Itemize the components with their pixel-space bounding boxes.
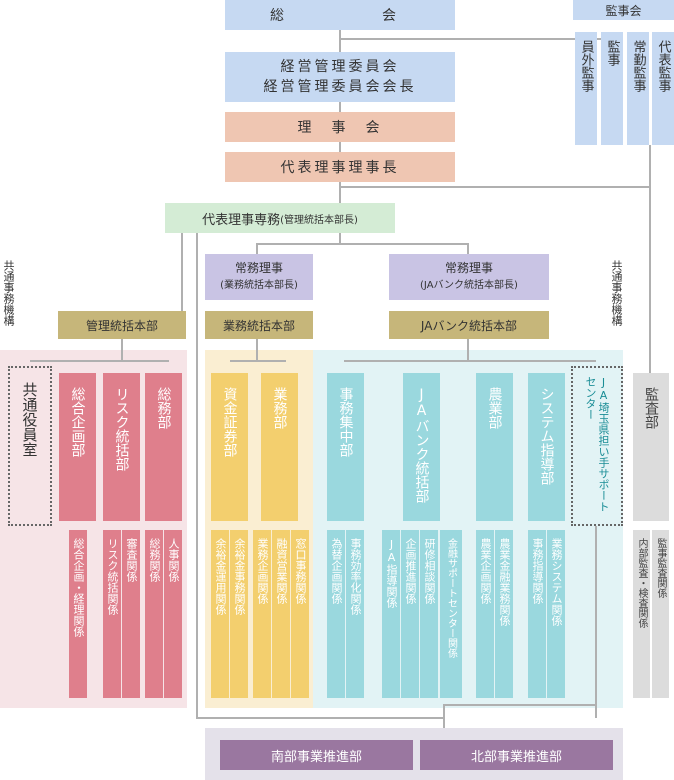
connector (256, 243, 468, 245)
kyotsu-label-right: 共通事務機構 (610, 260, 623, 326)
section: 企画推進関係 (401, 530, 419, 698)
section: 業務システム関係 (547, 530, 565, 698)
connector (467, 243, 469, 254)
kanji-member: 員外監事 (575, 32, 597, 145)
section: 窓口事務関係 (291, 530, 309, 698)
connector (196, 233, 198, 718)
connector (30, 360, 169, 362)
section: 事務指導関係 (528, 530, 546, 698)
connector (649, 145, 651, 373)
honbu-kanri: 管理統括本部 (58, 311, 186, 339)
connector (121, 339, 123, 361)
rijikai-box: 理 事 会 (225, 112, 455, 142)
connector (443, 705, 445, 728)
section: 研修相談関係 (420, 530, 438, 698)
dept-shikin: 資金証券部 (211, 373, 248, 521)
dept-somu: 総務部 (145, 373, 182, 521)
dept-center: JA埼玉県担い手サポートセンター (571, 366, 623, 526)
kanji-member: 代表監事 (652, 32, 674, 145)
section: 監事監査関係 (652, 530, 669, 698)
jomu-note: (JAバンク統括本部長) (420, 280, 518, 291)
senmu-note: (管理統括本部長) (280, 214, 358, 226)
dept-nogyo: 農業部 (476, 373, 513, 521)
kanjikai-label: 監事会 (605, 3, 642, 18)
connector (181, 233, 183, 311)
keiei-label: 経営管理委員会 (280, 59, 400, 75)
soukai-box: 総 会 (225, 0, 455, 30)
connector (339, 233, 341, 244)
connector (341, 38, 617, 40)
kanjikai-header: 監事会 (573, 0, 674, 20)
connector (443, 704, 596, 706)
kanji-member: 監事 (601, 32, 623, 145)
section: 業務企画関係 (253, 530, 271, 698)
rijikai-label: 理 事 会 (297, 120, 383, 136)
dept-risk: リスク統括部 (103, 373, 140, 521)
connector (341, 186, 651, 188)
dept-kyotsu-yakuin: 共通役員室 (8, 366, 52, 526)
connector (344, 360, 596, 362)
kyotsu-label-left: 共通事務機構 (2, 260, 15, 326)
section: JA指導関係 (382, 530, 400, 698)
section: 余裕金事務関係 (230, 530, 248, 698)
connector (230, 360, 286, 362)
section: 金融サポートセンター関係 (440, 530, 462, 698)
jomu-box-gyomu: 常務理事 (業務統括本部長) (205, 254, 313, 300)
kanji-member: 常勤監事 (627, 32, 649, 145)
section: 融資営業関係 (272, 530, 290, 698)
dept-jabank-tokatsu: JAバンク統括部 (403, 373, 440, 521)
daihyo-rijicho-box: 代表理事理事長 (225, 152, 455, 182)
connector (256, 243, 258, 254)
section: 農業企画関係 (476, 530, 494, 698)
dept-system: システム指導部 (528, 373, 565, 521)
keiei-box: 経営管理委員会 経営管理委員会会長 (225, 52, 455, 102)
section: 農業金融業務関係 (495, 530, 513, 698)
section: 余裕金運用関係 (211, 530, 229, 698)
keiei-chair-label: 経営管理委員会会長 (263, 79, 417, 95)
jomu-box-jabank: 常務理事 (JAバンク統括本部長) (389, 254, 549, 300)
soukai-label: 総 会 (270, 8, 410, 24)
hokubu-box: 北部事業推進部 (420, 740, 613, 770)
senmu-name: 代表理事専務 (202, 212, 281, 228)
section: 総務関係 (145, 530, 163, 698)
honbu-jabank: JAバンク統括本部 (389, 311, 549, 339)
jomu-name: 常務理事 (234, 261, 283, 275)
section: 人事関係 (164, 530, 182, 698)
dept-sogo-kikaku: 総合企画部 (59, 373, 96, 521)
connector (595, 526, 597, 718)
section: 事務効率化関係 (346, 530, 364, 698)
section: 為替企画関係 (327, 530, 345, 698)
section: 総合企画・経理関係 (69, 530, 87, 698)
connector (467, 339, 469, 361)
section: 審査関係 (122, 530, 140, 698)
dept-kansa: 監査部 (633, 373, 669, 521)
section: リスク統括関係 (103, 530, 121, 698)
dept-gyomu: 業務部 (261, 373, 298, 521)
connector (256, 339, 258, 361)
jomu-note: (業務統括本部長) (220, 280, 298, 291)
jomu-name: 常務理事 (444, 261, 493, 275)
section: 内部監査・検査関係 (633, 530, 650, 698)
senmu-box: 代表理事専務(管理統括本部長) (165, 203, 395, 233)
dept-jimu-shuchu: 事務集中部 (327, 373, 364, 521)
connector (196, 717, 444, 719)
honbu-gyomu: 業務統括本部 (205, 311, 313, 339)
daihyo-rijicho-label: 代表理事理事長 (280, 160, 400, 176)
nanbu-box: 南部事業推進部 (220, 740, 413, 770)
